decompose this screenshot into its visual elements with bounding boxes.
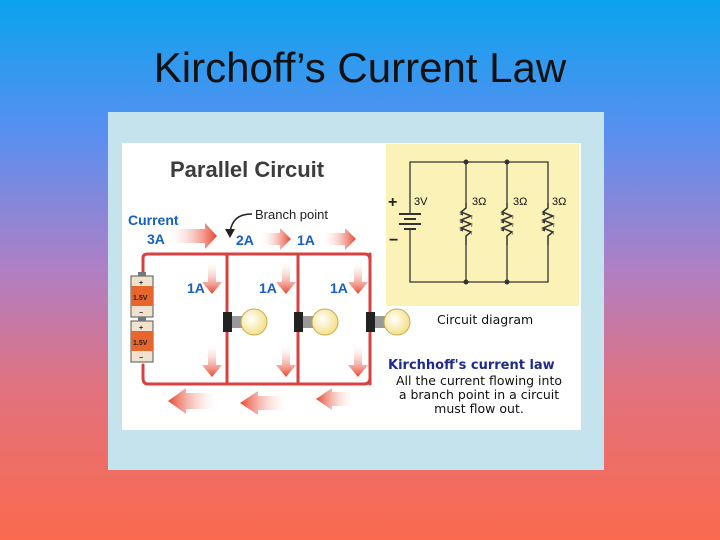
top-arrow-current-in bbox=[170, 223, 217, 249]
top-arrow-2a bbox=[262, 228, 291, 250]
schematic-minus: − bbox=[389, 232, 398, 249]
battery-stack: + 1.5V − + 1.5V − bbox=[130, 272, 154, 363]
law-line-3: must flow out. bbox=[434, 401, 524, 416]
branch-arrow-3-bottom bbox=[348, 345, 368, 377]
branch-point-label: Branch point bbox=[255, 207, 328, 222]
bottom-arrow-2 bbox=[240, 391, 286, 415]
schematic-resistor-1: 3Ω bbox=[472, 196, 486, 208]
bulb-1 bbox=[223, 308, 268, 336]
circuit-schematic: + − 3V 3Ω 3Ω 3Ω bbox=[388, 159, 566, 285]
branch-arrow-2-top bbox=[276, 262, 296, 294]
bottom-arrow-1 bbox=[168, 388, 216, 414]
branch-arrow-1-bottom bbox=[202, 345, 222, 377]
flow-label-1a: 1A bbox=[297, 232, 315, 248]
branch-arrow-2-bottom bbox=[276, 345, 296, 377]
flow-label-2a: 2A bbox=[236, 232, 254, 248]
bottom-arrow-3 bbox=[316, 388, 353, 410]
branch-current-1: 1A bbox=[187, 280, 205, 296]
branch-current-3: 1A bbox=[330, 280, 348, 296]
branch-arrow-1-top bbox=[202, 262, 222, 294]
branch-pointer-head bbox=[225, 229, 235, 238]
top-arrow-1a bbox=[324, 228, 356, 250]
branch-current-2: 1A bbox=[259, 280, 277, 296]
schematic-resistor-2: 3Ω bbox=[513, 196, 527, 208]
schematic-voltage: 3V bbox=[414, 196, 428, 208]
branch-arrow-3-top bbox=[348, 262, 368, 294]
battery-plus-1: + bbox=[139, 280, 143, 287]
battery-label-1: 1.5V bbox=[133, 295, 148, 302]
schematic-caption: Circuit diagram bbox=[437, 312, 533, 327]
battery-minus-1: − bbox=[139, 310, 143, 317]
current-value: 3A bbox=[147, 231, 165, 247]
law-title: Kirchhoff's current law bbox=[388, 358, 555, 373]
schematic-resistor-3: 3Ω bbox=[552, 196, 566, 208]
law-line-2: a branch point in a circuit bbox=[399, 387, 559, 402]
battery-plus-2: + bbox=[139, 325, 143, 332]
slide-title: Kirchoff’s Current Law bbox=[153, 44, 567, 91]
law-line-1: All the current flowing into bbox=[396, 373, 562, 388]
current-label: Current bbox=[128, 212, 179, 228]
bulb-2 bbox=[294, 308, 339, 336]
battery-label-2: 1.5V bbox=[133, 340, 148, 347]
bulb-3 bbox=[366, 308, 411, 336]
schematic-plus: + bbox=[388, 194, 397, 211]
figure-heading: Parallel Circuit bbox=[170, 157, 325, 182]
battery-minus-2: − bbox=[139, 355, 143, 362]
